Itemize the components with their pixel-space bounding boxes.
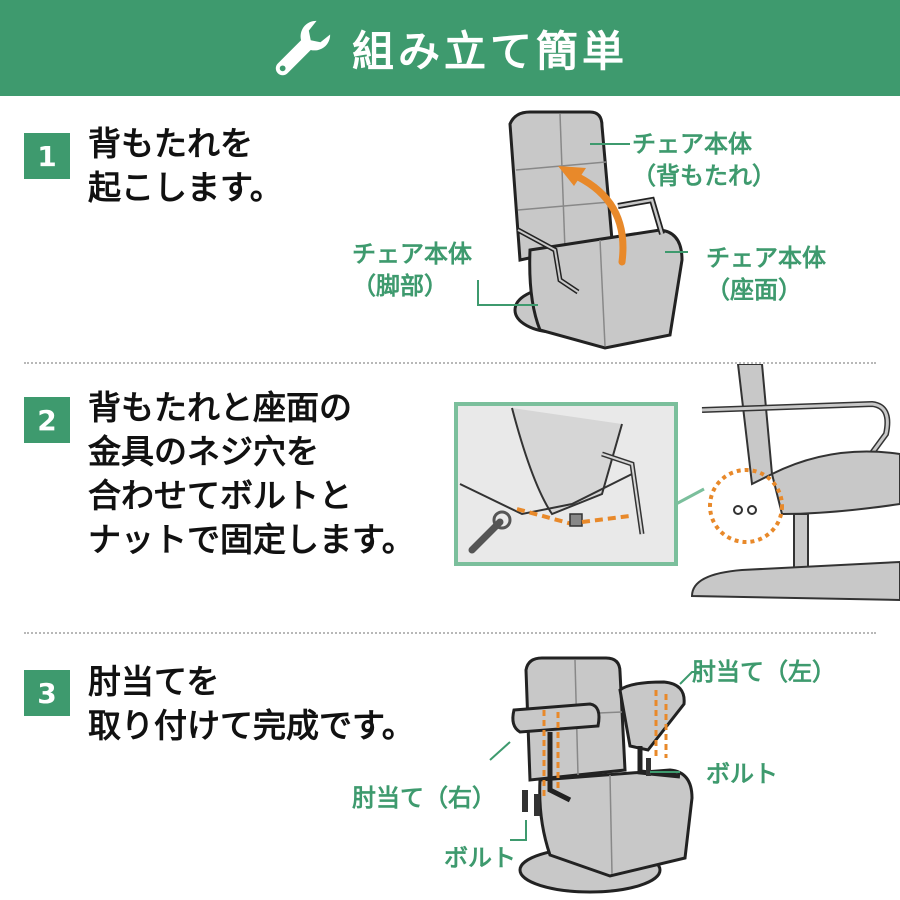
step-1-line-2: 起こします。: [88, 168, 283, 207]
header-inner: 組み立て簡単: [272, 17, 628, 79]
header-banner: 組み立て簡単: [0, 0, 900, 96]
label-backrest-line-1: チェア本体: [632, 130, 752, 158]
step-3-line-2: 取り付けて完成です。: [88, 706, 415, 745]
step-2-bolt-illustration: [454, 364, 900, 602]
step-1-text: 背もたれを 起こします。: [88, 122, 283, 210]
wrench-icon: [275, 20, 331, 76]
divider-1: [24, 362, 876, 364]
label-backrest-line-2: （背もたれ）: [632, 162, 776, 190]
label-base-line-1: チェア本体: [352, 240, 472, 268]
step-2-line-3: 合わせてボルトと: [88, 476, 352, 515]
step-3-line-1: 肘当てを: [88, 662, 220, 701]
label-seat-line-1: チェア本体: [706, 244, 826, 272]
label-seat-line-2: （座面）: [706, 276, 802, 304]
label-base-line-2: （脚部）: [352, 272, 448, 300]
divider-2: [24, 632, 876, 634]
label-seat: チェア本体 （座面）: [706, 242, 826, 306]
step-2-line-4: ナットで固定します。: [88, 520, 415, 559]
step-3-number: 3: [24, 670, 70, 716]
step-1-chair-illustration: [477, 110, 688, 350]
page-title: 組み立て簡単: [351, 26, 628, 76]
label-base: チェア本体 （脚部）: [352, 238, 472, 302]
step-2-line-2: 金具のネジ穴を: [88, 432, 319, 471]
step-2-line-1: 背もたれと座面の: [88, 388, 352, 427]
label-bolt-left: ボルト: [444, 844, 516, 872]
step-1-number: 1: [24, 133, 70, 179]
step-2-text: 背もたれと座面の 金具のネジ穴を 合わせてボルトと ナットで固定します。: [88, 386, 415, 562]
step-2-number: 2: [24, 397, 70, 443]
label-armrest-left: 肘当て（左）: [692, 658, 836, 686]
label-bolt-right: ボルト: [706, 760, 778, 788]
step-1-line-1: 背もたれを: [88, 124, 253, 163]
label-armrest-right: 肘当て（右）: [352, 784, 496, 812]
step-3-text: 肘当てを 取り付けて完成です。: [88, 660, 415, 748]
label-backrest: チェア本体 （背もたれ）: [632, 128, 776, 192]
step-3-chair-illustration: [489, 656, 700, 894]
